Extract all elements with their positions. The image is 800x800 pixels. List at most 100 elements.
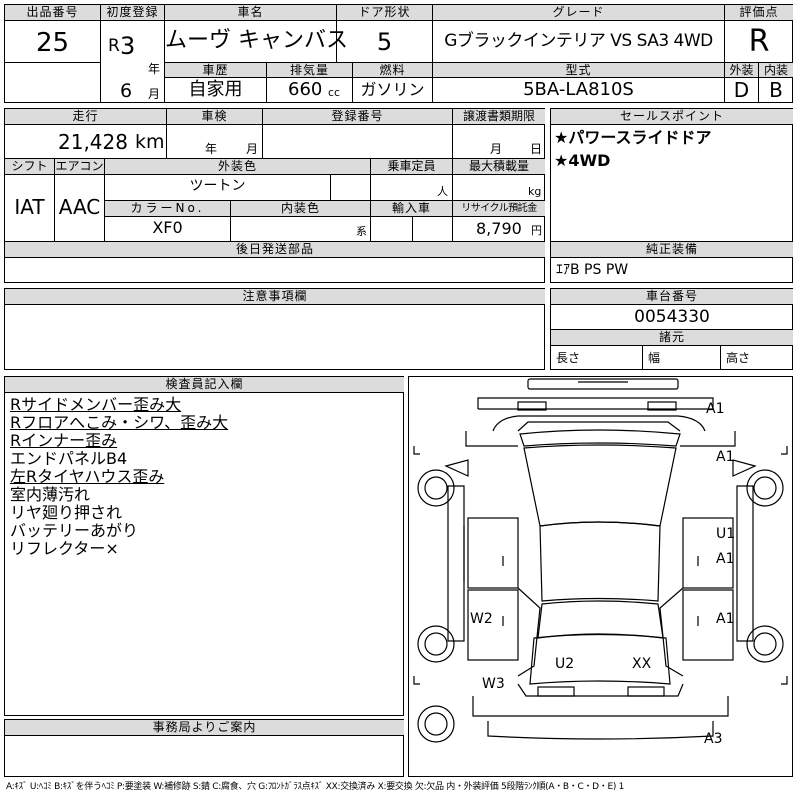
model-label: 型式 <box>433 63 724 77</box>
exterior-label: 外装 <box>725 63 758 77</box>
inspection-label: 車検 <box>167 109 262 124</box>
score-label: 評価点 <box>725 5 793 20</box>
dims-label: 諸元 <box>551 330 793 345</box>
mark-a1-rear-door: A1 <box>716 611 735 627</box>
displacement-unit: cc <box>328 86 341 99</box>
inspector-note: Rインナー歪み <box>10 431 118 450</box>
load-label: 最大積載量 <box>453 159 545 174</box>
interior-label: 内装 <box>759 63 793 77</box>
office-block <box>4 719 404 777</box>
mark-u1: U1 <box>716 526 736 542</box>
doc-label: 譲渡書類期限 <box>453 109 545 124</box>
doors: 5 <box>376 28 393 56</box>
dim-height: 高さ <box>726 351 751 365</box>
int-color-suffix: 系 <box>356 225 367 238</box>
mark-a3: A3 <box>704 731 723 747</box>
recycle-label: リサイクル預託金 <box>453 201 545 216</box>
regno-label: 登録番号 <box>263 109 452 124</box>
color-no: XF0 <box>152 218 183 237</box>
ac: AAC <box>58 195 101 219</box>
displacement: 660 <box>288 79 323 100</box>
legend: A:ｷｽﾞ U:ﾍｺﾐ B:ｷｽﾞを伴うﾍｺﾐ P:要塗装 W:補修跡 S:錆 … <box>6 782 625 792</box>
recycle-amount: 8,790 <box>476 219 522 238</box>
shift-label: シフト <box>5 159 54 174</box>
capacity-unit: 人 <box>437 185 448 198</box>
grade-label: グレード <box>433 5 724 20</box>
mark-w2: W2 <box>470 611 493 627</box>
sales-item-1: ★パワースライドドア <box>554 128 712 147</box>
caution-label: 注意事項欄 <box>5 289 545 304</box>
inspector-note: リフレクター× <box>10 539 119 558</box>
mark-a1-front: A1 <box>706 401 725 417</box>
sales-block <box>550 108 793 283</box>
mark-xx: XX <box>632 656 652 672</box>
car-diagram <box>413 378 788 743</box>
inspector-note: Rフロアへこみ・シワ、歪み大 <box>10 413 229 432</box>
exterior-grade: D <box>733 78 750 102</box>
shift: IAT <box>14 195 45 219</box>
diagram-block <box>408 376 793 777</box>
caution-block <box>4 288 545 370</box>
equipment-value: ｴｱB PS PW <box>556 262 629 278</box>
details-block <box>4 108 545 283</box>
era: R <box>108 36 120 56</box>
reg-month: 6 <box>120 80 133 102</box>
mileage: 21,428 <box>58 130 128 154</box>
car-name-label: 車名 <box>165 5 336 20</box>
interior-grade: B <box>769 78 783 102</box>
car-name: ムーヴ キャンバス <box>165 28 348 53</box>
mileage-unit: km <box>135 131 165 153</box>
inspector-note: 室内薄汚れ <box>10 485 91 504</box>
load-unit: kg <box>528 185 542 198</box>
parts-label: 後日発送部品 <box>5 242 545 257</box>
capacity-label: 乗車定員 <box>371 159 452 174</box>
recycle-unit: 円 <box>531 224 542 237</box>
inspector-block <box>4 376 404 716</box>
reg-year-suffix: 年 <box>148 62 161 76</box>
inspector-note: エンドパネルB4 <box>10 449 128 468</box>
mileage-label: 走行 <box>5 109 166 124</box>
doc-day: 日 <box>530 142 543 156</box>
inspector-note: Rサイドメンバー歪み大 <box>10 395 182 414</box>
chassis-label: 車台番号 <box>551 289 793 304</box>
lot-number: 25 <box>35 28 70 58</box>
model: 5BA-LA810S <box>523 79 634 100</box>
equipment-label: 純正装備 <box>551 242 793 257</box>
inspector-note: バッテリーあがり <box>10 521 139 540</box>
doc-month: 月 <box>490 142 503 156</box>
int-color-label: 内装色 <box>231 201 370 216</box>
lot-label: 出品番号 <box>5 5 100 20</box>
history-label: 車歴 <box>165 63 266 77</box>
office-label: 事務局よりご案内 <box>5 720 404 735</box>
exterior-color: ツートン <box>189 178 246 194</box>
sales-item-2: ★4WD <box>554 151 611 170</box>
score: R <box>748 24 770 59</box>
import-label: 輸入車 <box>371 201 452 216</box>
ac-label: エアコン <box>55 159 104 174</box>
mark-a1-door: A1 <box>716 551 735 567</box>
mark-u2: U2 <box>555 656 575 672</box>
first-reg-label: 初度登録 <box>101 5 164 20</box>
sales-label: セールスポイント <box>551 109 793 124</box>
mark-a1-fender: A1 <box>716 449 735 465</box>
displacement-label: 排気量 <box>267 63 352 77</box>
dim-length: 長さ <box>556 351 581 365</box>
inspector-note: リヤ廻り押され <box>10 503 123 522</box>
reg-year: 3 <box>120 32 136 60</box>
fuel-label: 燃料 <box>353 63 432 77</box>
insp-year: 年 <box>205 142 218 156</box>
reg-month-suffix: 月 <box>148 87 161 101</box>
color-label: 外装色 <box>105 159 370 174</box>
insp-month: 月 <box>246 142 259 156</box>
fuel: ガソリン <box>360 80 425 99</box>
inspector-note: 左Rタイヤハウス歪み <box>10 467 165 486</box>
dim-width: 幅 <box>648 351 661 365</box>
color-no-label: カラーNo. <box>105 201 230 216</box>
history: 自家用 <box>188 79 243 100</box>
mark-w3: W3 <box>482 676 505 692</box>
header-block <box>4 4 793 103</box>
grade: Gブラックインテリア VS SA3 4WD <box>444 31 713 51</box>
chassis-number: 0054330 <box>634 307 710 327</box>
door-label: ドア形状 <box>337 5 432 20</box>
inspector-label: 検査員記入欄 <box>5 377 404 392</box>
